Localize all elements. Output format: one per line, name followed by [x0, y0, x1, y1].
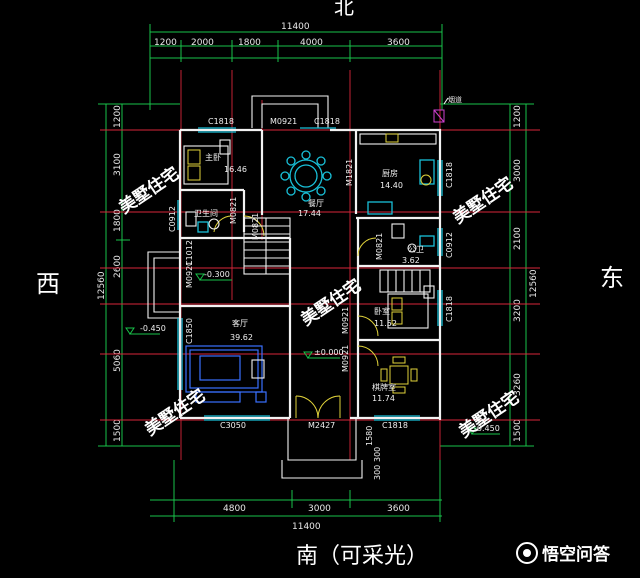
doors: [213, 215, 379, 419]
kitchen-fixtures: [359, 133, 437, 215]
label-m1821: M1821: [345, 159, 354, 186]
north-label: 北: [334, 0, 354, 19]
label-c0912-right: C0912: [445, 232, 454, 258]
dim-1580: 1580: [365, 426, 374, 446]
dim-300a: 300: [373, 447, 382, 462]
right-dimension-lines: [440, 103, 534, 447]
label-c1818-right-kitchen: C1818: [445, 162, 454, 188]
left-dim-3: 1800: [113, 209, 123, 232]
dining-area: 17.44: [298, 209, 321, 218]
right-total-dim: 12560: [529, 269, 539, 298]
level-d: -0.450: [474, 424, 500, 433]
label-c1818-bottom: C1818: [382, 421, 408, 430]
master-bed: [183, 139, 231, 185]
top-dimension-lines: [149, 24, 443, 110]
label-m0821-bath2: M0821: [375, 233, 384, 260]
bath2-name: 公卫: [408, 245, 424, 254]
bedroom2-name: 卧室: [374, 306, 390, 316]
mahjong-name: 棋牌室: [372, 382, 396, 392]
bedroom2-bed: [387, 285, 435, 329]
living-area: 39.62: [230, 333, 253, 342]
mahjong-area: 11.74: [372, 394, 395, 403]
left-dim-6: 1500: [113, 419, 123, 442]
label-m0821-stair: M0821: [251, 213, 260, 240]
left-dim-1: 1200: [113, 105, 123, 128]
label-c1818-right-bed: C1818: [445, 296, 454, 322]
top-dim-4: 4000: [300, 38, 323, 48]
brand-text: 悟空问答: [542, 545, 610, 565]
bottom-dim-1: 4800: [223, 504, 246, 514]
right-dim-5: 3260: [513, 373, 523, 396]
watermark-4: 美墅住宅: [141, 385, 209, 440]
label-m0821-bath: M0821: [229, 197, 238, 224]
living-name: 客厅: [232, 318, 248, 328]
label-m0921-bed: M0921: [341, 307, 350, 334]
top-dim-3: 1800: [238, 38, 261, 48]
right-dim-2: 3000: [513, 159, 523, 182]
west-label: 西: [36, 270, 60, 298]
dining-name: 餐厅: [308, 199, 324, 208]
brand-watermark: 悟空问答: [516, 538, 640, 572]
watermark-3: 美墅住宅: [297, 275, 365, 330]
bottom-dim-3: 3600: [387, 504, 410, 514]
living-furniture: [185, 345, 267, 403]
kitchen-name: 厨房: [382, 168, 398, 178]
top-dim-2: 2000: [191, 38, 214, 48]
top-dim-5: 3600: [387, 38, 410, 48]
label-c1850: C1850: [185, 318, 194, 344]
top-dim-1: 1200: [154, 38, 177, 48]
label-m0921-left: M0921: [185, 261, 194, 288]
right-dim-3: 2100: [513, 227, 523, 250]
bottom-dimension-lines: [150, 460, 442, 522]
master-bedroom-name: 主卧: [205, 152, 221, 162]
mahjong-table: [380, 356, 418, 394]
left-dim-4: 2600: [113, 255, 123, 278]
label-m0921-mahjong: M0921: [341, 345, 350, 372]
toutiao-logo-icon: [516, 542, 538, 564]
right-dim-4: 3200: [513, 299, 523, 322]
right-dim-6: 1500: [513, 419, 523, 442]
bottom-dim-2: 3000: [308, 504, 331, 514]
bath-fixtures: [185, 211, 435, 253]
south-label: 南（可采光）: [296, 544, 428, 569]
label-c1012: C1012: [185, 240, 194, 266]
level-markers: [125, 273, 500, 435]
dining-table: [280, 150, 332, 202]
stairs: [243, 217, 431, 293]
chimney-marker: [433, 97, 449, 123]
kitchen-area: 14.40: [380, 181, 403, 190]
bath1-name: 卫生间: [194, 208, 218, 218]
bedroom2-area: 11.52: [374, 319, 397, 328]
watermark-2: 美墅住宅: [449, 173, 517, 228]
left-dimension-lines: [98, 103, 180, 447]
top-total-dim: 11400: [281, 22, 310, 32]
dim-300b: 300: [373, 465, 382, 480]
label-m2427: M2427: [308, 421, 335, 430]
east-label: 东: [600, 264, 624, 292]
label-chimney: 烟道: [448, 95, 462, 104]
windows: [177, 127, 443, 421]
bath2-area: 3.62: [402, 256, 420, 265]
level-a: -0.300: [204, 270, 230, 279]
left-dim-5: 5060: [113, 349, 123, 372]
label-c1818-top-left: C1818: [208, 117, 234, 126]
level-c: ±0.000: [314, 348, 344, 357]
bottom-total-dim: 11400: [292, 522, 321, 532]
label-c1818-top: C1818: [314, 117, 340, 126]
left-total-dim: 12560: [97, 271, 107, 300]
label-c0912-left: C0912: [168, 206, 177, 232]
label-m0921-top: M0921: [270, 117, 297, 126]
label-c3050: C3050: [220, 421, 246, 430]
right-dim-1: 1200: [513, 105, 523, 128]
level-b: -0.450: [140, 324, 166, 333]
master-bedroom-area: 16.46: [224, 165, 247, 174]
left-dim-2: 3100: [113, 153, 123, 176]
